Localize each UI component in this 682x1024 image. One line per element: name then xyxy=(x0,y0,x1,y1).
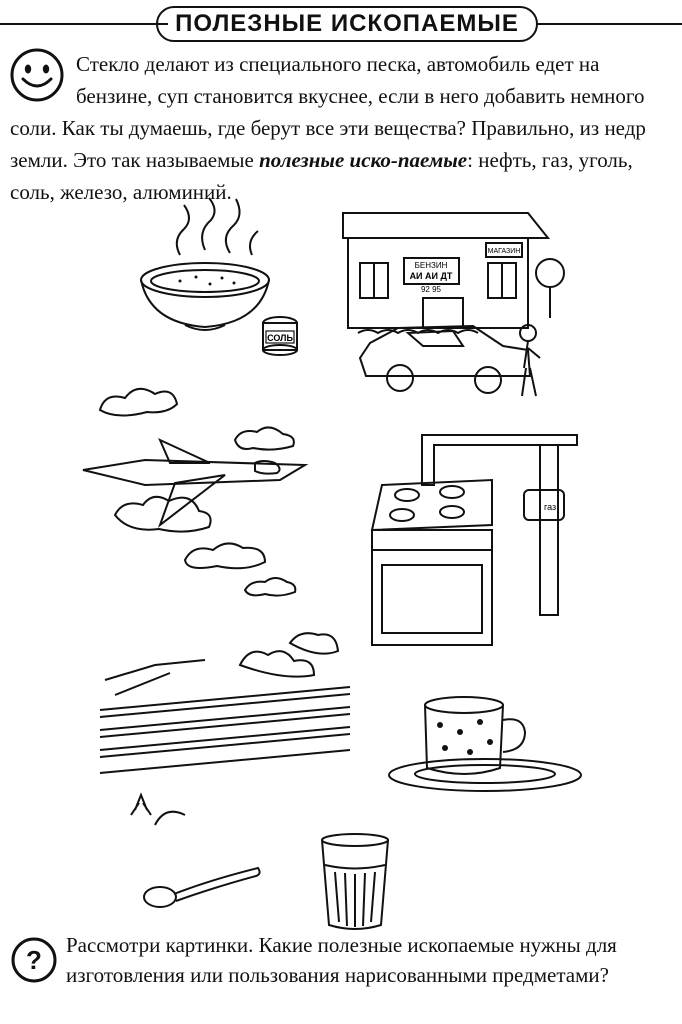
intro-text-end: : нефть, газ, уголь, соль, железо, алюми… xyxy=(10,148,633,204)
gas-station-shop: МАГАЗИН xyxy=(488,248,521,255)
airplane-illustration xyxy=(82,387,309,597)
salt-label: СОЛЬ xyxy=(267,333,293,343)
gas-stove-illustration: газ xyxy=(370,434,578,646)
glass-illustration xyxy=(321,833,389,930)
title-rule-left xyxy=(0,23,168,25)
smiley-icon xyxy=(10,48,64,102)
gas-station-prices: 92 95 xyxy=(421,285,442,294)
gas-station-sign: БЕНЗИН xyxy=(415,261,448,270)
spoon-illustration xyxy=(143,866,261,908)
gas-station-pumps: АИ АИ ДТ xyxy=(410,271,453,281)
gas-pipe-label: газ xyxy=(544,502,556,512)
soup-bowl-illustration: СОЛЬ xyxy=(140,197,298,356)
svg-text:?: ? xyxy=(26,945,42,975)
question-icon: ? xyxy=(11,937,57,983)
question-paragraph: Рассмотри картинки. Какие полезные ископ… xyxy=(10,930,676,990)
title-rule-right xyxy=(536,23,682,25)
intro-text: Стекло делают из специального песка, авт… xyxy=(10,52,646,172)
cup-saucer-illustration xyxy=(388,696,582,792)
title-bar: ПОЛЕЗНЫЕ ИСКОПАЕМЫЕ xyxy=(0,0,682,48)
gas-station-illustration: БЕНЗИН АИ АИ ДТ 92 95 МАГАЗИН xyxy=(342,212,565,397)
page-title: ПОЛЕЗНЫЕ ИСКОПАЕМЫЕ xyxy=(156,6,538,42)
salt-shaker: СОЛЬ xyxy=(262,316,298,356)
intro-paragraph: Стекло делают из специального песка, авт… xyxy=(10,48,676,208)
railway-illustration xyxy=(99,632,351,826)
intro-term: полезные иско-паемые xyxy=(259,148,468,172)
question-text: Рассмотри картинки. Какие полезные ископ… xyxy=(66,933,617,987)
